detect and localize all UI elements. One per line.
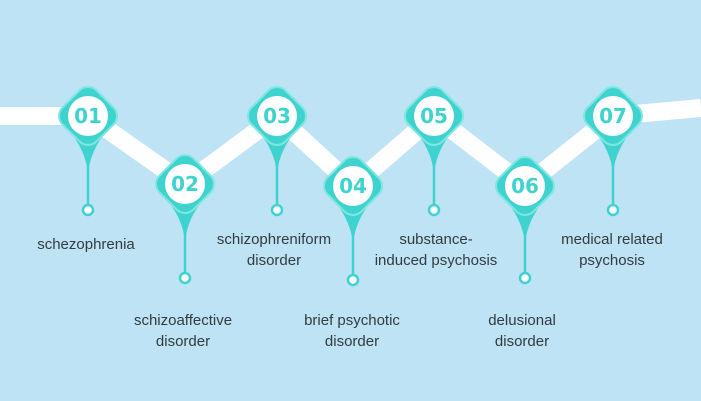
step-label-line: disorder	[494, 333, 550, 350]
step-label-line: schezophrenia	[37, 236, 135, 253]
badge-inner-circle	[257, 96, 297, 136]
step-label-line: schizoaffective	[133, 312, 233, 329]
connector-dot	[427, 203, 441, 217]
step-label-line: medical related	[561, 231, 663, 248]
step-label: substance-induced psychosis	[356, 229, 516, 271]
step-number: 04	[339, 174, 367, 198]
connector-dot	[346, 273, 360, 287]
badge-inner-circle	[165, 164, 205, 204]
badge-tail	[72, 134, 104, 178]
badge-tail	[509, 204, 541, 248]
step-number: 06	[511, 174, 539, 198]
step-number: 03	[263, 104, 291, 128]
badge-inner-circle	[68, 96, 108, 136]
step-number: 02	[171, 172, 199, 196]
badge-tail	[597, 134, 629, 178]
badge-diamond-edge	[495, 156, 555, 216]
step-label: schezophrenia	[6, 234, 166, 255]
step-number: 05	[420, 104, 448, 128]
step-label: delusional disorder	[442, 310, 602, 352]
connector-dot	[518, 271, 532, 285]
step-label-line: psychosis	[579, 252, 645, 269]
badge-inner-circle	[333, 166, 373, 206]
badge-diamond-edge	[323, 156, 383, 216]
step-label: schizoaffective disorder	[103, 310, 263, 352]
badge-diamond-edge	[58, 86, 118, 146]
step-label-line: schizophreniform	[216, 231, 332, 248]
badge-diamond-edge	[404, 86, 464, 146]
step-label-line: disorder	[324, 333, 380, 350]
connector-dot	[178, 271, 192, 285]
step-label-line: substance-	[399, 231, 473, 248]
badge-diamond-edge	[247, 86, 307, 146]
step-label-line: brief psychotic	[304, 312, 400, 329]
connector-dot	[606, 203, 620, 217]
step-label-line: induced psychosis	[374, 252, 498, 269]
step-number: 07	[599, 104, 627, 128]
badge-tail	[261, 134, 293, 178]
badge-inner-circle	[593, 96, 633, 136]
badge-tail	[337, 204, 369, 248]
step-label: brief psychotic disorder	[272, 310, 432, 352]
step-label: schizophreniform disorder	[194, 229, 354, 271]
step-label-line: delusional	[488, 312, 556, 329]
badge-inner-circle	[505, 166, 545, 206]
step-number: 01	[74, 104, 102, 128]
connector-dot	[270, 203, 284, 217]
connector-dot	[81, 203, 95, 217]
badge-diamond-edge	[155, 154, 215, 214]
badge-diamond-edge	[583, 86, 643, 146]
badge-tail	[418, 134, 450, 178]
badge-tail	[169, 202, 201, 246]
step-label-line: disorder	[246, 252, 302, 269]
step-label: medical related psychosis	[532, 229, 692, 271]
step-label-line: disorder	[155, 333, 211, 350]
badge-inner-circle	[414, 96, 454, 136]
